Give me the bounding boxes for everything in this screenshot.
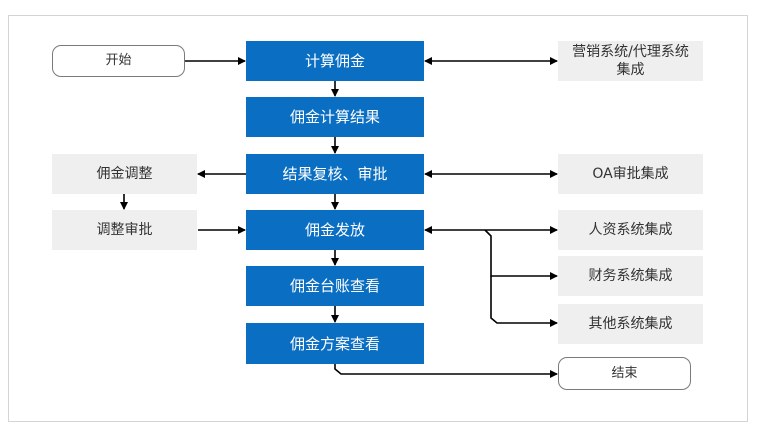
step-ledger-view: 佣金台账查看 [246, 266, 424, 306]
step-calc-result: 佣金计算结果 [246, 97, 424, 137]
step-plan-view: 佣金方案查看 [246, 323, 424, 364]
step-payout: 佣金发放 [246, 210, 424, 250]
step-adjust-approval: 调整审批 [52, 210, 197, 250]
step-calc-commission: 计算佣金 [246, 41, 424, 81]
end-node: 结束 [558, 357, 691, 390]
step-adjust: 佣金调整 [52, 154, 197, 194]
integration-finance: 财务系统集成 [558, 256, 703, 296]
integration-hr: 人资系统集成 [558, 210, 703, 250]
integration-marketing-agent: 营销系统/代理系统 集成 [558, 41, 703, 81]
integration-oa: OA审批集成 [558, 154, 703, 194]
arrow-plan-to-end [334, 364, 558, 378]
arrow-payout-finance [484, 229, 558, 280]
integration-other: 其他系统集成 [558, 304, 703, 344]
arrow-payout-other [490, 276, 558, 327]
start-node: 开始 [52, 45, 185, 77]
step-review-approve: 结果复核、审批 [246, 154, 424, 194]
diagram-frame [8, 15, 748, 422]
